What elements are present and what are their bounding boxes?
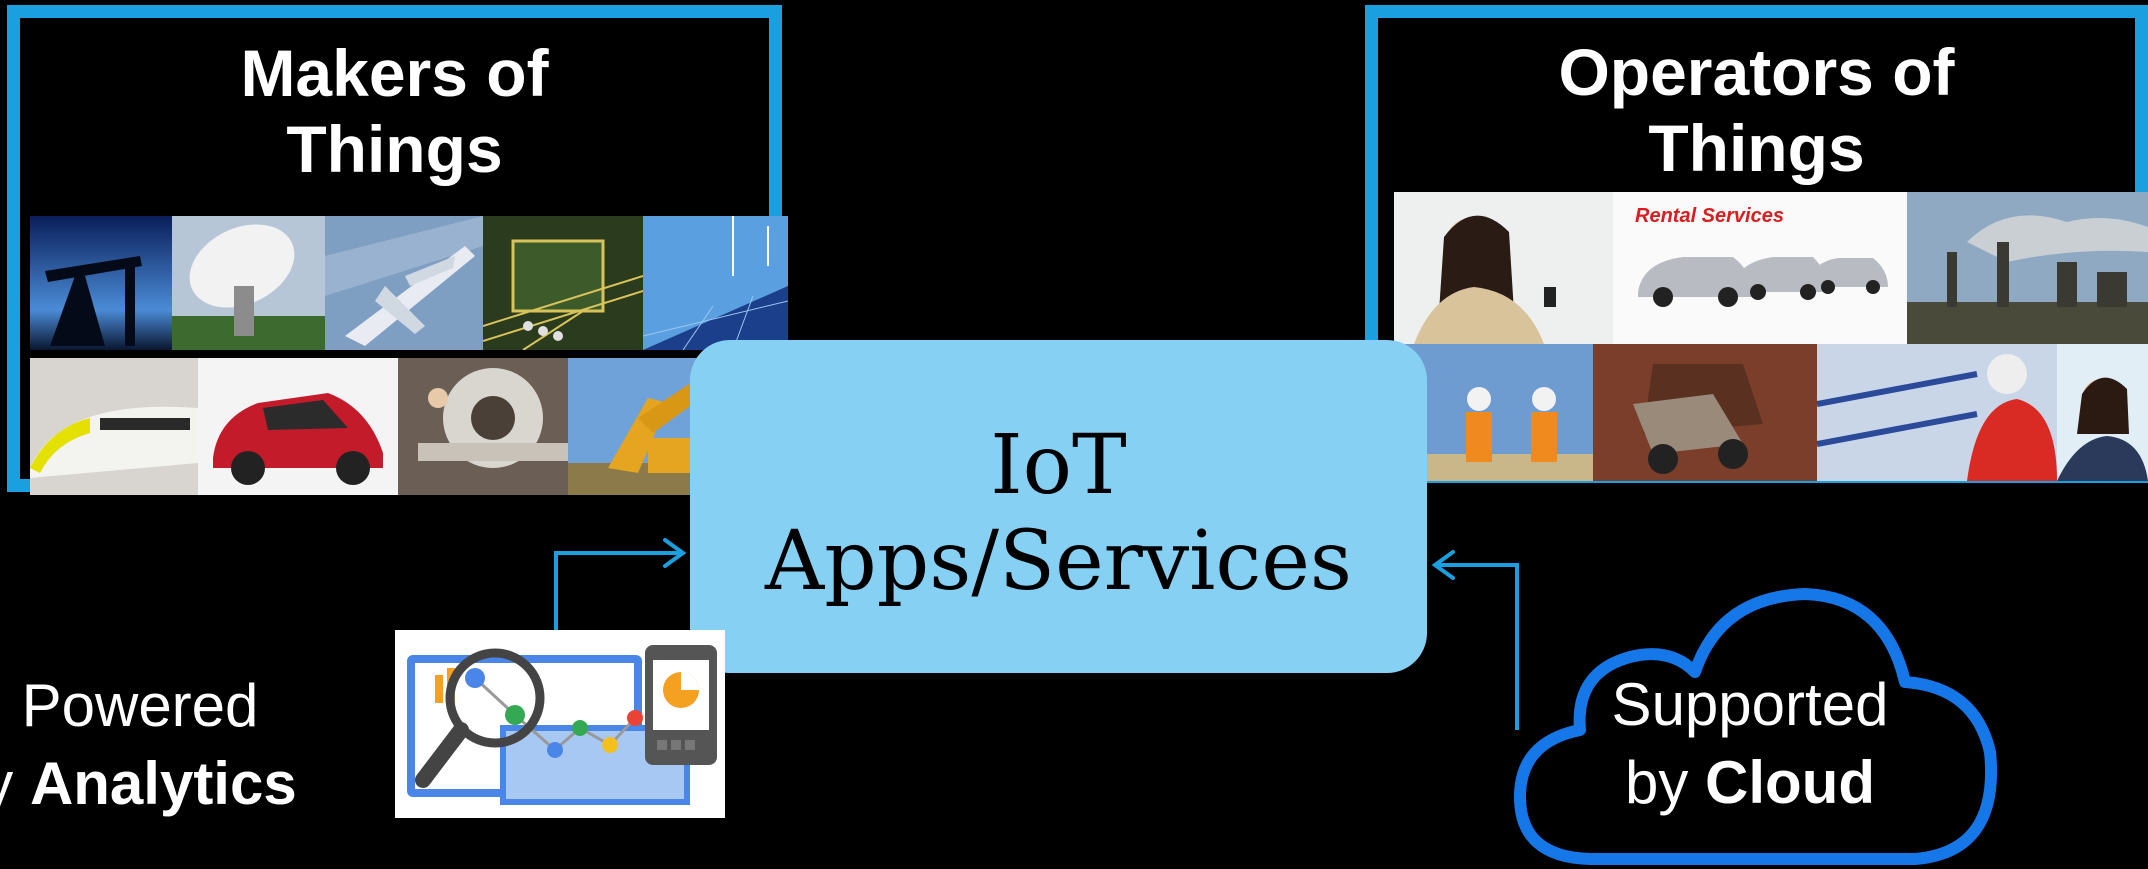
cloud-arrowhead xyxy=(1431,550,1455,580)
cloud-line2: by Cloud xyxy=(1625,749,1875,816)
cloud-line1: Supported xyxy=(1611,671,1889,738)
cloud-bold: Cloud xyxy=(1705,749,1875,816)
analytics-line1: Powered xyxy=(21,672,259,739)
makers-title-line1: Makers of xyxy=(240,36,549,110)
analytics-line2: y Analytics xyxy=(0,745,340,823)
analytics-arrow-line xyxy=(554,551,680,630)
analytics-bold: Analytics xyxy=(29,750,297,817)
powered-by-analytics-label: Powered y Analytics xyxy=(0,667,340,823)
mri-scanner-image xyxy=(398,358,568,495)
airplane-image xyxy=(325,216,483,350)
analytics-magnifier-icon xyxy=(395,630,725,818)
supported-by-cloud-label: Supported by Cloud xyxy=(1510,666,1990,822)
rental-cars-image: Rental Services xyxy=(1613,192,1907,344)
cloud-icon xyxy=(1514,588,1997,865)
woman-with-phone-image xyxy=(1394,192,1613,344)
operators-title-line1: Operators of xyxy=(1558,35,1955,109)
radio-telescope-image xyxy=(172,216,325,350)
refinery-image xyxy=(1907,192,2148,344)
office-worker-image xyxy=(2057,344,2148,481)
solar-panels-image xyxy=(643,216,788,350)
center-title-line2: Apps/Services xyxy=(765,514,1352,609)
mining-truck-image xyxy=(1593,344,1817,481)
red-car-image xyxy=(198,358,398,495)
makers-of-things-panel: Makers of Things xyxy=(7,5,788,495)
rental-services-label: Rental Services xyxy=(1635,205,1784,227)
iot-apps-services-box: IoT Apps/Services xyxy=(690,340,1427,673)
operators-of-things-panel: Operators of Things Rental Services xyxy=(1365,5,2148,483)
makers-title: Makers of Things xyxy=(20,35,769,187)
analytics-arrowhead xyxy=(663,538,687,568)
makers-title-line2: Things xyxy=(286,112,503,186)
factory-worker-image xyxy=(1817,344,2057,481)
circuit-board-image xyxy=(483,216,643,350)
center-title-line1: IoT xyxy=(990,418,1127,513)
cloud-arrow-line xyxy=(1438,563,1519,730)
bullet-train-image xyxy=(30,358,198,495)
operators-title: Operators of Things xyxy=(1378,34,2135,186)
oil-pump-image xyxy=(30,216,172,350)
construction-workers-image xyxy=(1394,344,1593,481)
operators-title-line2: Things xyxy=(1648,111,1865,185)
